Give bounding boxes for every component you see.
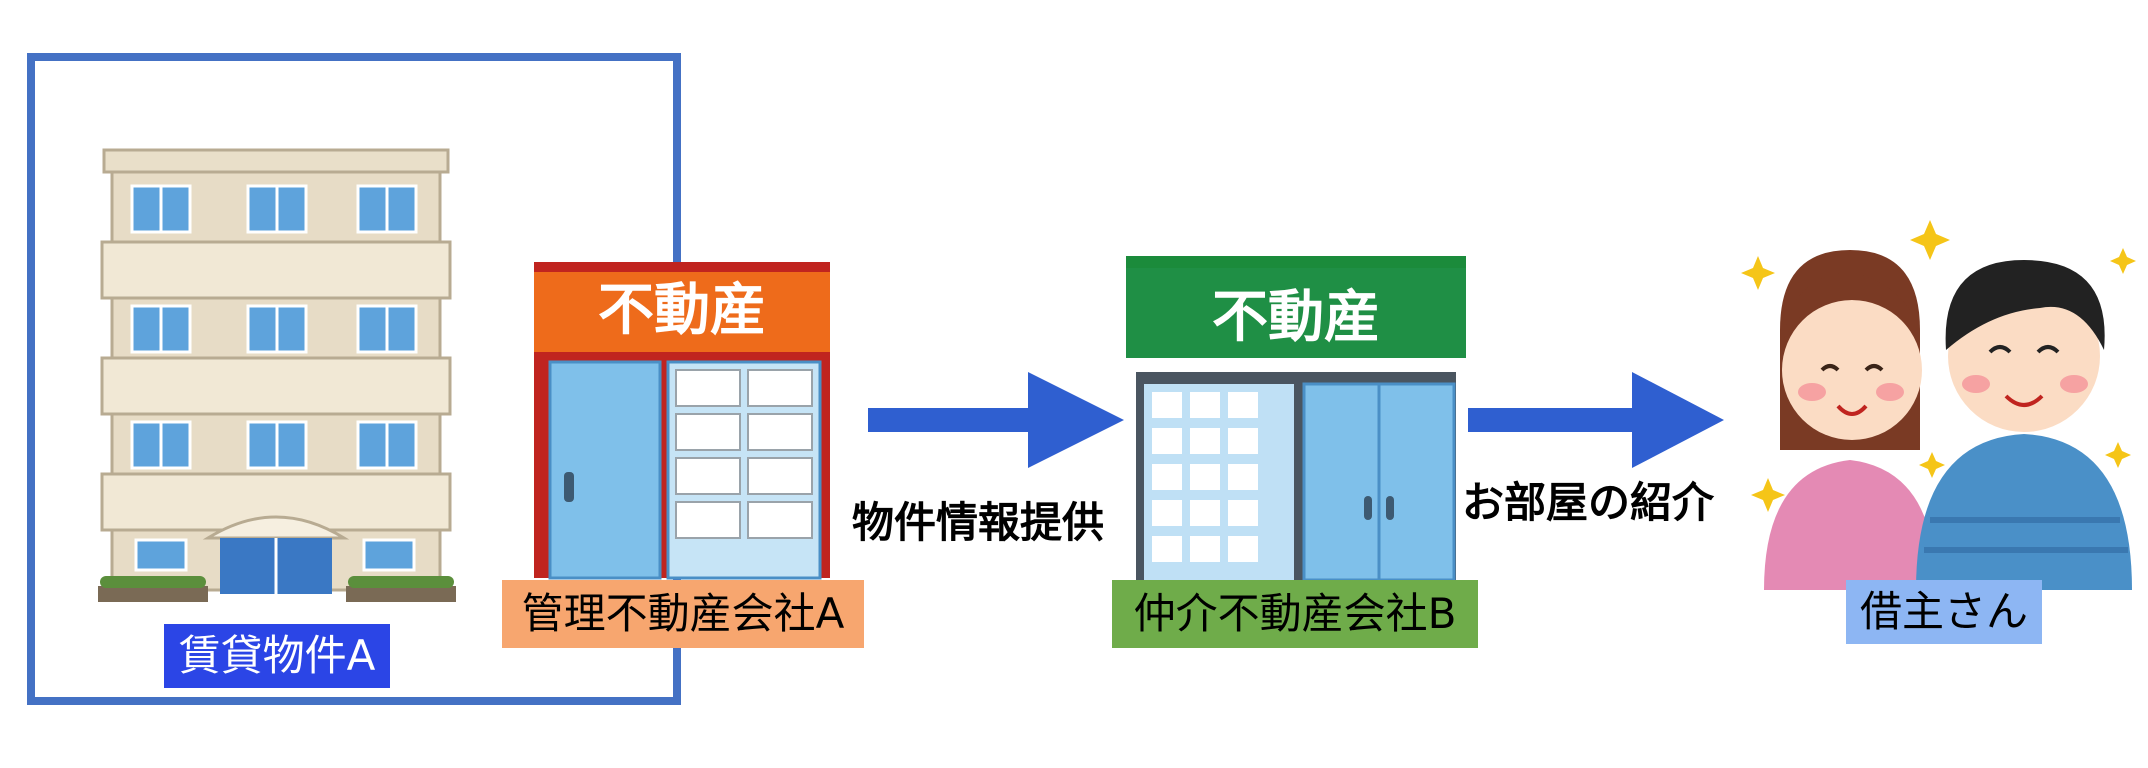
- label-tenant: 借主さん: [1846, 580, 2042, 644]
- broker-shop-icon: [1126, 256, 1466, 582]
- management-shop-icon: [534, 262, 830, 580]
- broker-shop-sign: 不動産: [1212, 285, 1380, 350]
- couple-icon: [1741, 220, 2136, 590]
- label-property: 賃貸物件A: [164, 624, 390, 688]
- management-shop-sign: 不動産: [598, 278, 766, 343]
- apartment-building-icon: [98, 148, 456, 602]
- edge-label-introduce-room: お部屋の紹介: [1462, 478, 1715, 527]
- label-management-company: 管理不動産会社A: [502, 580, 864, 648]
- label-broker-company: 仲介不動産会社B: [1112, 580, 1478, 648]
- edge-label-provide-info: 物件情報提供: [852, 498, 1105, 547]
- arrow-introduce-room: [1468, 372, 1724, 468]
- arrow-provide-info: [868, 372, 1124, 468]
